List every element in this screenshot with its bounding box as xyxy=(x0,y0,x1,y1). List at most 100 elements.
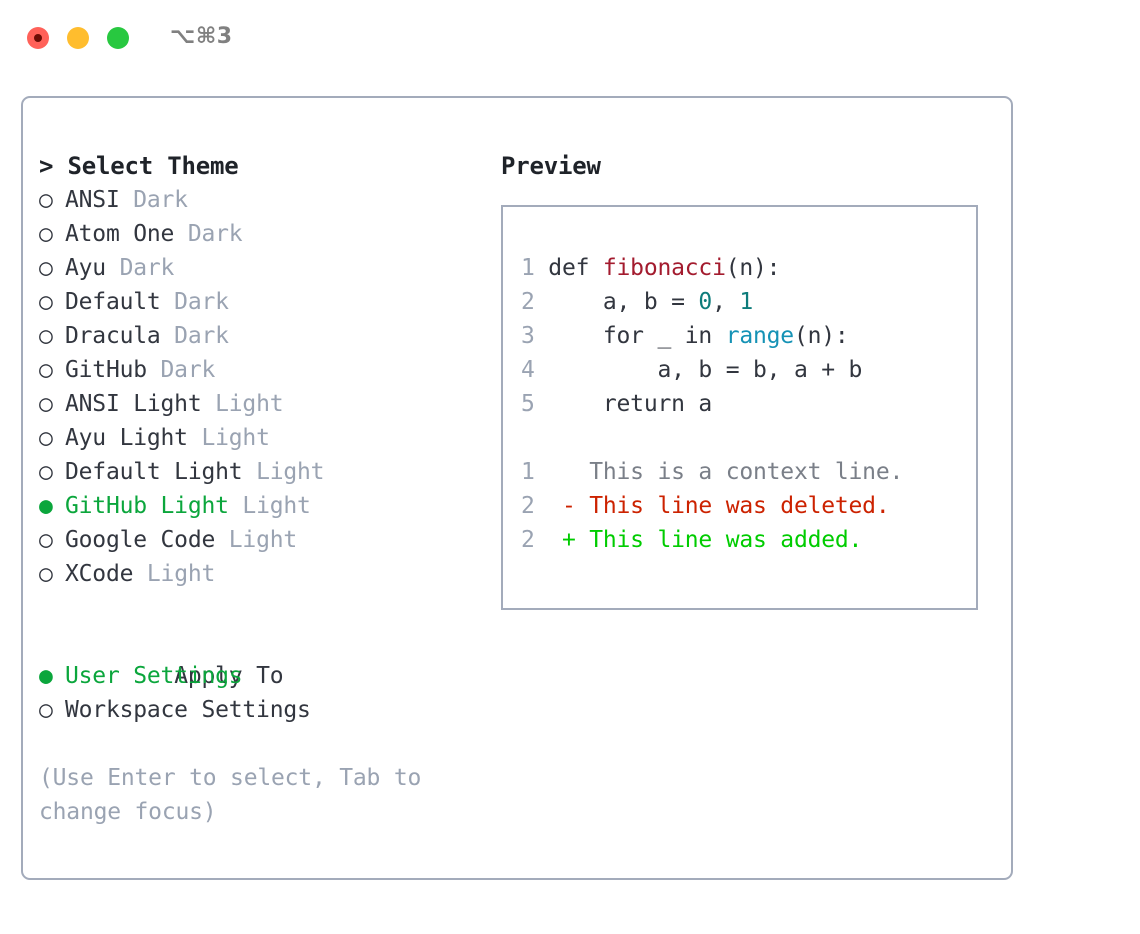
theme-list-item[interactable]: ○Ayu Dark xyxy=(39,251,479,285)
theme-name: Ayu Light xyxy=(65,425,188,451)
theme-list-item[interactable]: ○ Google Code Light xyxy=(39,523,479,557)
theme-name: Default xyxy=(65,289,161,315)
radio-unselected-icon[interactable]: ○ xyxy=(39,221,53,247)
select-theme-header: > Select Theme xyxy=(39,152,239,180)
code-token: (n): xyxy=(793,323,849,349)
code-line: 3 for _ in range(n): xyxy=(521,319,903,353)
code-line-number: 2 xyxy=(521,527,549,553)
apply-to-option[interactable]: ○Workspace Settings xyxy=(39,693,479,727)
code-token: def xyxy=(548,255,603,281)
theme-name: GitHub Light xyxy=(65,493,229,519)
theme-list-item[interactable]: ○ ANSI Light Light xyxy=(39,387,479,421)
theme-list-item[interactable]: ● GitHub Light Light xyxy=(39,489,479,523)
code-line-number: 5 xyxy=(521,391,549,417)
diff-line: 1 This is a context line. xyxy=(521,455,903,489)
code-token: return a xyxy=(602,391,713,417)
theme-list-item[interactable]: ○ XCode Light xyxy=(39,557,479,591)
radio-unselected-icon[interactable]: ○ xyxy=(39,391,53,417)
theme-name: ANSI xyxy=(65,187,120,213)
radio-unselected-icon[interactable]: ○ xyxy=(39,527,53,553)
apply-to-options[interactable]: ● User Settings ○Workspace Settings xyxy=(39,659,479,727)
diff-sign: - xyxy=(548,493,576,519)
code-line-number: 2 xyxy=(521,493,549,519)
diff-sign xyxy=(548,459,575,485)
theme-name: XCode xyxy=(65,561,134,587)
code-token: fibonacci xyxy=(602,255,726,281)
code-line-number: 3 xyxy=(521,323,549,349)
theme-list-item[interactable]: ○ Ayu Light Light xyxy=(39,421,479,455)
theme-name: Google Code xyxy=(65,527,216,553)
window-controls xyxy=(27,27,129,49)
maximize-dot-icon[interactable] xyxy=(107,27,129,49)
code-line-number: 2 xyxy=(521,289,549,315)
apply-to-label: Apply To xyxy=(39,625,479,689)
code-line: 5 return a xyxy=(521,387,903,421)
theme-name: ANSI Light xyxy=(65,391,202,417)
preview-header: Preview xyxy=(501,152,601,180)
code-line: 4 a, b = b, a + b xyxy=(521,353,903,387)
main-panel: > Select Theme ○ANSI Dark○Atom One Dark○… xyxy=(21,96,1013,880)
code-diff-separator xyxy=(521,421,903,455)
radio-selected-icon[interactable]: ● xyxy=(39,493,53,519)
radio-unselected-icon[interactable]: ○ xyxy=(39,187,53,213)
title-bar: ⌥⌘3 xyxy=(0,0,1140,76)
diff-line: 2 - This line was deleted. xyxy=(521,489,903,523)
hint-line-2: change focus) xyxy=(39,799,217,825)
radio-unselected-icon[interactable]: ○ xyxy=(39,425,53,451)
radio-unselected-icon[interactable]: ○ xyxy=(39,357,53,383)
diff-line: 2 + This line was added. xyxy=(521,523,903,557)
theme-list[interactable]: ○ANSI Dark○Atom One Dark○Ayu Dark○Defaul… xyxy=(39,183,479,591)
radio-unselected-icon[interactable]: ○ xyxy=(39,255,53,281)
theme-variant-badge: Dark xyxy=(146,357,216,383)
minimize-dot-icon[interactable] xyxy=(67,27,89,49)
theme-list-item[interactable]: ○ GitHub Dark xyxy=(39,353,479,387)
theme-list-item[interactable]: ○Dracula Dark xyxy=(39,319,479,353)
code-token: , xyxy=(712,289,740,315)
theme-list-item[interactable]: ○Atom One Dark xyxy=(39,217,479,251)
preview-column: Preview xyxy=(501,149,1001,183)
radio-unselected-icon[interactable]: ○ xyxy=(39,289,53,315)
diff-sign: + xyxy=(548,527,576,553)
code-token: 0 xyxy=(698,289,713,315)
theme-variant-badge: Dark xyxy=(160,289,229,315)
diff-text: This is a context line. xyxy=(575,459,904,485)
theme-variant-badge: Light xyxy=(215,527,298,553)
apply-to-text: Apply To xyxy=(174,663,284,689)
theme-variant-badge: Dark xyxy=(119,187,188,213)
apply-to-option-label: User Settings xyxy=(65,663,243,689)
hint-spacer xyxy=(39,727,479,761)
theme-list-item[interactable]: ○ ANSI Dark xyxy=(39,183,479,217)
theme-variant-badge: Light xyxy=(133,561,216,587)
radio-unselected-icon[interactable]: ○ xyxy=(39,561,53,587)
code-token: for _ in xyxy=(602,323,726,349)
radio-unselected-icon[interactable]: ○ xyxy=(39,697,53,723)
code-indent xyxy=(548,289,603,315)
radio-unselected-icon[interactable]: ○ xyxy=(39,459,53,485)
theme-variant-badge: Light xyxy=(228,493,311,519)
theme-list-item[interactable]: ○Default Light Light xyxy=(39,455,479,489)
diff-text: This line was added. xyxy=(575,527,863,553)
close-dot-icon[interactable] xyxy=(27,27,49,49)
code-indent xyxy=(548,357,657,383)
theme-variant-badge: Light xyxy=(242,459,325,485)
radio-unselected-icon[interactable]: ○ xyxy=(39,323,53,349)
code-token: a, b = xyxy=(602,289,699,315)
code-line-number: 1 xyxy=(521,255,549,281)
diff-text: This line was deleted. xyxy=(575,493,890,519)
radio-selected-icon[interactable]: ● xyxy=(39,663,53,689)
list-spacer xyxy=(39,591,479,625)
theme-variant-badge: Light xyxy=(187,425,270,451)
theme-name: Dracula xyxy=(65,323,161,349)
theme-variant-badge: Dark xyxy=(174,221,243,247)
theme-variant-badge: Dark xyxy=(105,255,175,281)
hint-line-1: (Use Enter to select, Tab to xyxy=(39,765,422,791)
theme-list-item[interactable]: ○ Default Dark xyxy=(39,285,479,319)
theme-name: GitHub xyxy=(65,357,147,383)
theme-variant-badge: Light xyxy=(201,391,284,417)
code-indent xyxy=(548,323,603,349)
code-line: 2 a, b = 0, 1 xyxy=(521,285,903,319)
apply-to-option[interactable]: ● User Settings xyxy=(39,659,479,693)
